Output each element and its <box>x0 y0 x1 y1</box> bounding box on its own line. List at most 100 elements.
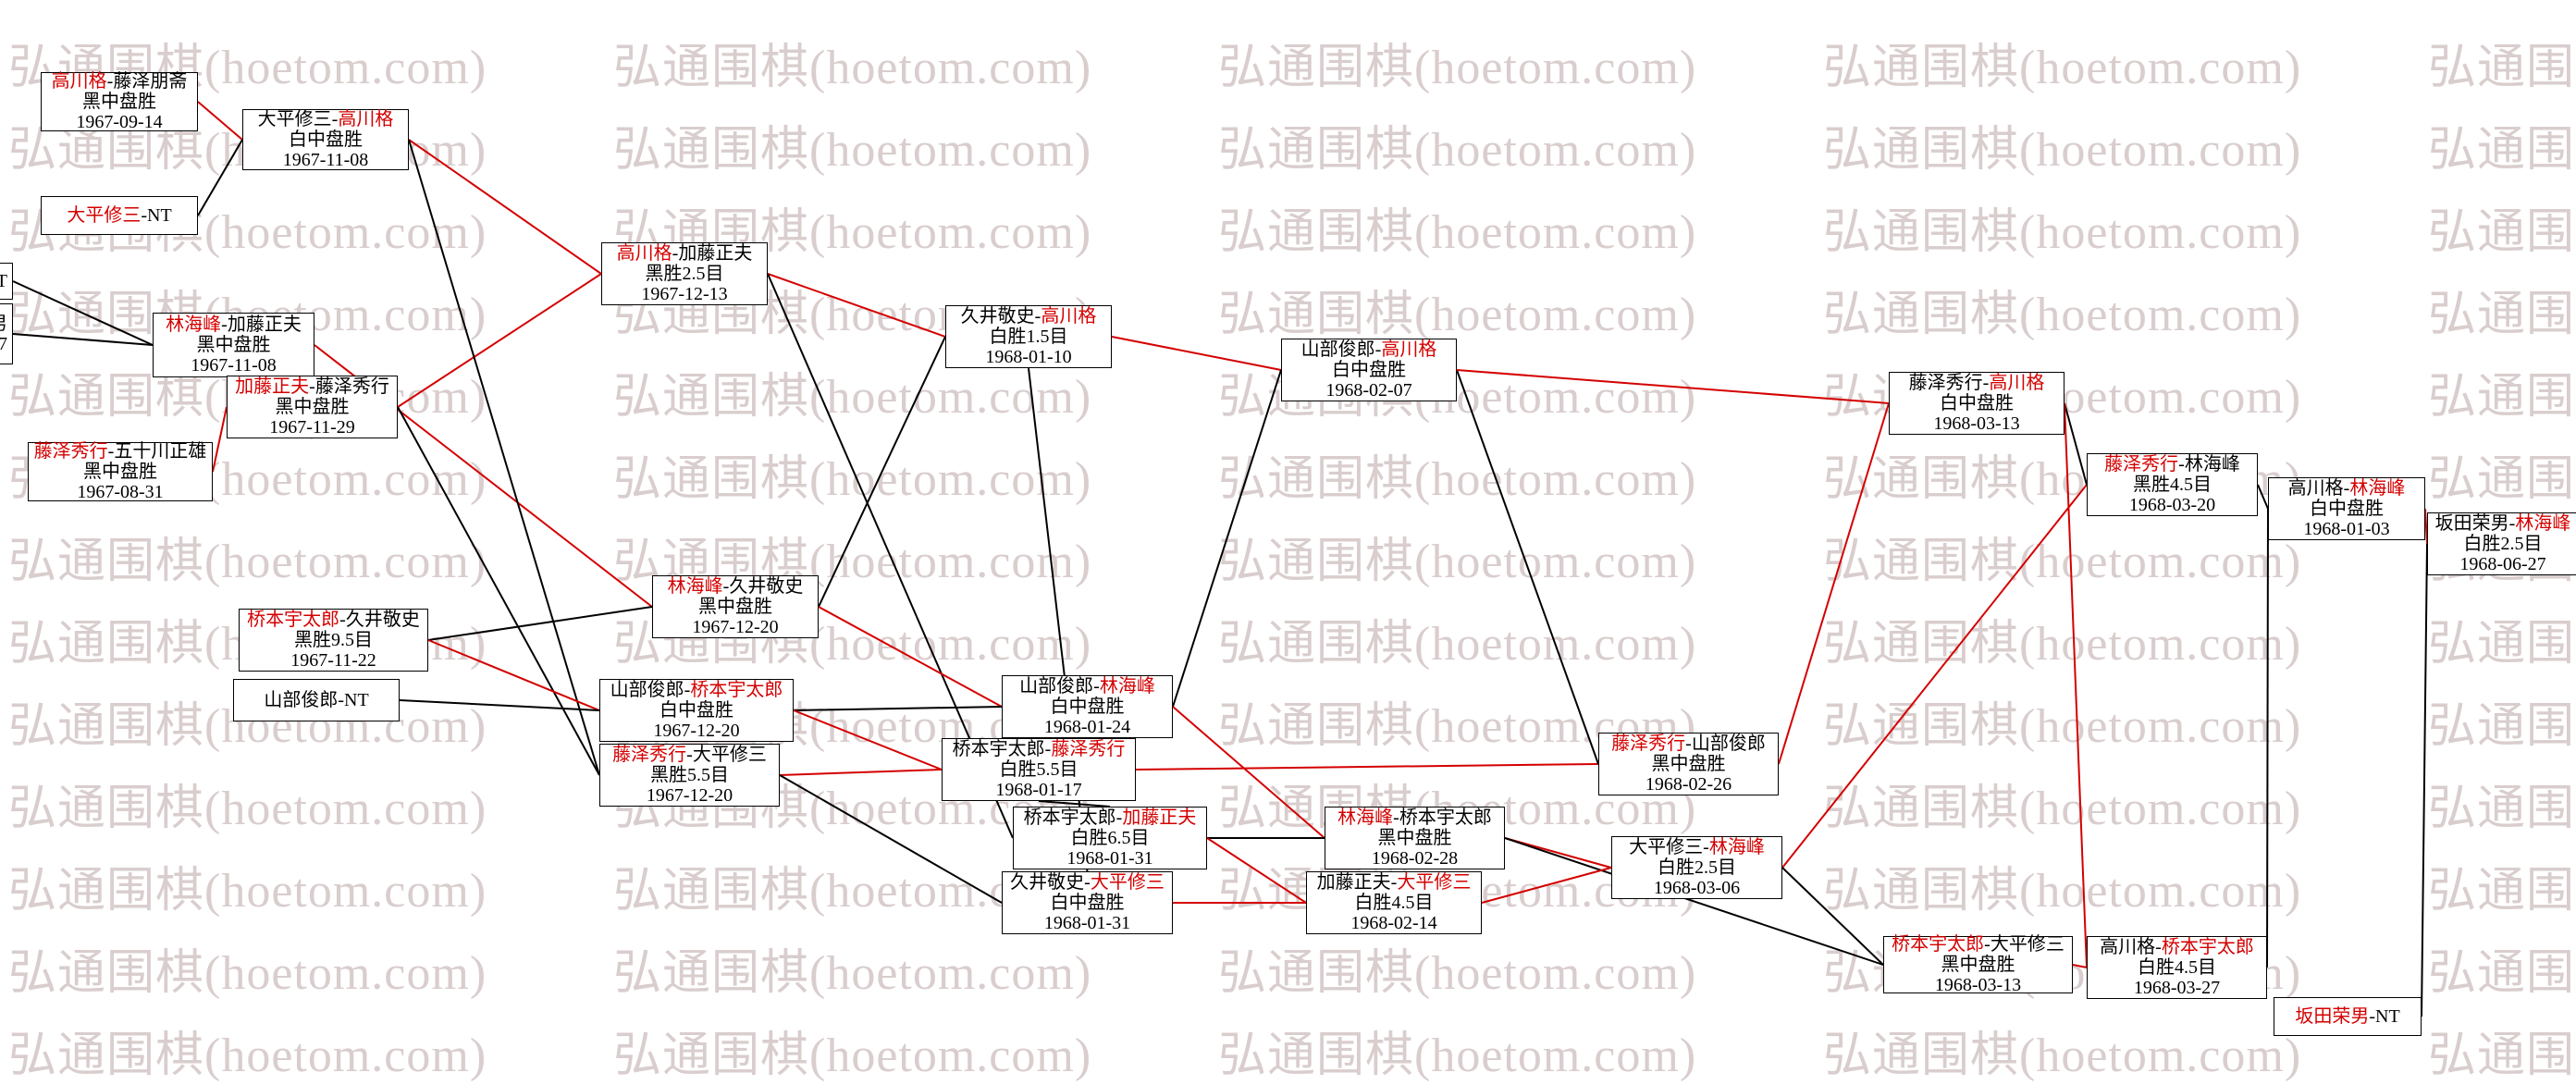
vs-dash: - <box>1984 934 1991 955</box>
match-title: 藤泽秀行-高川格 <box>1909 373 2045 393</box>
vs-dash: - <box>309 376 315 397</box>
player2-name: 高川格 <box>1381 339 1437 360</box>
vs-dash: - <box>1982 373 1990 393</box>
player2-name: 大平修三 <box>1990 934 2064 955</box>
player1-name: 林海峰 <box>1337 808 1394 828</box>
edge-b23-b28-black <box>1781 867 1884 966</box>
match-result: 白胜6.5目 <box>1070 828 1150 848</box>
player2-name: 藤泽秀行 <box>314 376 389 397</box>
watermark-text: 弘通围棋(hoetom.com) <box>1823 42 2302 94</box>
player1-name: 加藤正夫 <box>235 376 310 397</box>
player1-name: 大平修三 <box>67 205 142 226</box>
watermark-text: 弘通围棋(hoetom.com) <box>1218 124 1697 177</box>
watermark-text: 弘通围棋(hoetom.com) <box>2428 700 2576 753</box>
match-box-bB[interactable]: 内雅男07 <box>0 303 13 364</box>
vs-dash: - <box>1374 339 1382 360</box>
match-box-b10[interactable]: 山部俊郎-NT <box>233 679 400 721</box>
player1-name: 高川格 <box>2287 478 2344 499</box>
match-title: 坂田荣男-林海峰 <box>2435 513 2571 534</box>
match-fragment: 07 <box>0 334 7 354</box>
edge-b24-b29-red <box>2064 402 2088 968</box>
watermark-text: 弘通围棋(hoetom.com) <box>2428 42 2576 94</box>
player1-name: 山部俊郎 <box>610 680 684 700</box>
match-box-b30[interactable]: 坂田荣男-NT <box>2274 997 2422 1036</box>
player1-name: 藤泽秀行 <box>2104 454 2179 475</box>
player2-name: NT <box>147 205 172 226</box>
edge-bA-b4-black <box>12 280 154 346</box>
vs-dash: - <box>2178 454 2185 475</box>
player1-name: 林海峰 <box>667 576 723 597</box>
player2-name: 藤泽朋斋 <box>113 71 188 92</box>
match-result: 白胜1.5目 <box>989 327 1068 347</box>
match-result: 白胜2.5目 <box>1658 857 1736 878</box>
match-result: 黑中盘胜 <box>1651 754 1726 774</box>
player1-name: 桥本宇太郎 <box>247 610 340 630</box>
watermark-text: 弘通围棋(hoetom.com) <box>1823 289 2302 341</box>
player2-name: 高川格 <box>1041 306 1097 327</box>
watermark-text: 弘通围棋(hoetom.com) <box>1823 124 2302 177</box>
vs-dash: - <box>1044 739 1052 759</box>
vs-dash: - <box>1393 808 1399 828</box>
watermark-text: 弘通围棋(hoetom.com) <box>2428 124 2576 177</box>
match-date: 1967-12-20 <box>692 617 779 637</box>
match-result: 白胜4.5目 <box>2138 957 2216 978</box>
match-date: 1967-11-08 <box>191 355 277 376</box>
watermark-text: 弘通围棋(hoetom.com) <box>2428 1030 2576 1082</box>
vs-dash: - <box>221 314 228 335</box>
vs-dash: - <box>2155 937 2162 957</box>
match-title: 藤泽秀行-大平修三 <box>612 745 767 765</box>
watermark-text: 弘通围棋(hoetom.com) <box>613 124 1092 177</box>
match-box-bA[interactable]: NT <box>0 263 13 300</box>
match-date: 1967-12-13 <box>641 284 728 304</box>
watermark-text: 弘通围棋(hoetom.com) <box>1823 536 2302 588</box>
vs-dash: - <box>141 205 147 226</box>
match-date: 1968-06-27 <box>2459 554 2546 574</box>
match-result: 黑中盘胜 <box>82 92 156 112</box>
match-title: 藤泽秀行-五十川正雄 <box>34 441 207 462</box>
watermark-text: 弘通围棋(hoetom.com) <box>1823 783 2302 835</box>
vs-dash: - <box>106 71 114 92</box>
edge-b5-b7-red <box>212 406 228 473</box>
player2-name: 藤泽秀行 <box>1051 739 1126 759</box>
match-title: 久井敬史-高川格 <box>961 306 1097 327</box>
edge-b23-b25-red <box>1781 484 2088 869</box>
match-title: 藤泽秀行-林海峰 <box>2104 454 2240 475</box>
player1-name: 山部俊郎 <box>264 690 339 710</box>
player1-name: 林海峰 <box>166 314 222 335</box>
player2-name: 桥本宇太郎 <box>2161 937 2254 957</box>
match-date: 1968-02-26 <box>1645 774 1732 795</box>
watermark-text: 弘通围棋(hoetom.com) <box>2428 865 2576 918</box>
match-box-b2[interactable]: 大平修三-NT <box>41 196 198 235</box>
match-result: 黑中盘胜 <box>196 335 271 355</box>
player1-name: 坂田荣男 <box>2295 1006 2370 1027</box>
edge-b19-b22-black <box>1456 369 1599 765</box>
player1-name: 藤泽秀行 <box>33 441 108 462</box>
watermark-text: 弘通围棋(hoetom.com) <box>613 371 1092 424</box>
